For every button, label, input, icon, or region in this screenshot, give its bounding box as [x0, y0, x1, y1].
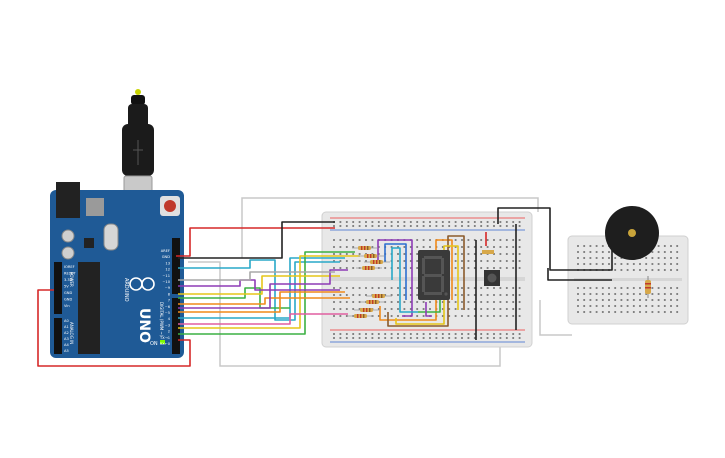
digital-label: DIGITAL (PWM ~) [159, 302, 164, 337]
pin-label: ~10 [162, 280, 170, 284]
pin-label: GND [64, 291, 72, 295]
wire-blue[interactable] [384, 243, 407, 300]
analog-label: ANALOG IN [69, 322, 74, 344]
pin-label: 2 [168, 330, 170, 334]
pin-label: A3 [64, 337, 69, 341]
pin-label: AREF [161, 249, 170, 253]
resistor[interactable] [645, 276, 651, 298]
wire-purple[interactable] [178, 269, 348, 309]
wire-red[interactable] [176, 227, 335, 257]
pin-label: A5 [64, 349, 69, 353]
wire-black[interactable] [497, 207, 613, 271]
piezo-buzzer[interactable] [605, 206, 659, 260]
wire-cyan[interactable] [391, 247, 418, 313]
power-jack [56, 182, 80, 218]
resistor[interactable] [366, 294, 392, 298]
pin-label: 8 [168, 292, 171, 296]
resistor[interactable] [358, 254, 384, 258]
pin-label: ~11 [162, 274, 170, 278]
small-breadboard[interactable] [567, 235, 689, 325]
resistor[interactable] [482, 250, 494, 254]
resistor[interactable] [352, 246, 378, 250]
reset-button[interactable] [160, 196, 180, 216]
pin-label: 13 [165, 261, 170, 265]
wire-red[interactable] [37, 289, 191, 367]
pin-label: RX←0 [160, 342, 171, 346]
pin-label: GND [64, 298, 72, 302]
analog-header[interactable] [54, 318, 62, 354]
pin-label: A2 [64, 331, 69, 335]
pin-label: 12 [165, 268, 170, 272]
pin-label: GND [162, 255, 170, 259]
arduino-model: UNO [136, 308, 152, 343]
push-button[interactable] [484, 270, 500, 286]
power-pin-labels: IOREF RESET 3.3V 5V GND GND Vin [64, 265, 76, 308]
pin-label: ~3 [165, 323, 170, 327]
on-led [160, 340, 165, 344]
wire-cyan[interactable] [178, 257, 345, 319]
capacitor [61, 246, 75, 260]
digital-header-high[interactable] [172, 238, 180, 294]
atmega-chip [78, 262, 100, 354]
wire-purple[interactable] [377, 239, 413, 317]
pin-label: A4 [64, 343, 69, 347]
pin-label: Vin [64, 304, 70, 308]
small-chip [84, 238, 94, 248]
digital-pin-labels: AREF GND 13 12 ~11 ~10 ~9 8 7 ~6 ~5 4 ~3 2TX→1RX←0 [159, 249, 171, 346]
pin-label: 5V [64, 285, 69, 289]
arduino-logo [129, 277, 155, 291]
wire-black[interactable] [547, 268, 612, 281]
pin-label: 7 [168, 299, 170, 303]
pin-label: IOREF [64, 265, 75, 269]
digital-header-low[interactable] [172, 298, 180, 354]
pin-label: 3.3V [64, 278, 73, 282]
wire-yellow[interactable] [178, 275, 340, 295]
resistor[interactable] [356, 266, 382, 270]
pin-label: ~5 [165, 311, 170, 315]
resistor[interactable] [348, 314, 374, 318]
pin-label: ~9 [165, 286, 171, 290]
arduino-brand: ARDUINO [123, 278, 129, 302]
power-header[interactable] [54, 262, 62, 314]
pin-label: TX→1 [159, 336, 170, 340]
pin-label: ~6 [165, 305, 171, 309]
pin-label: A0 [64, 319, 69, 323]
capacitor [61, 229, 75, 243]
resistor[interactable] [364, 260, 390, 264]
wire-black[interactable] [178, 221, 335, 259]
resistor[interactable] [360, 300, 386, 304]
on-label: ON [150, 341, 158, 347]
wire-purple[interactable] [425, 302, 432, 317]
power-label: POWER [69, 272, 74, 287]
wire-orange[interactable] [178, 291, 345, 313]
resistor[interactable] [354, 308, 380, 312]
wire-gray[interactable] [178, 271, 335, 281]
pin-label: 4 [168, 317, 171, 321]
pin-label: A1 [64, 325, 69, 329]
pin-label: RESET [64, 272, 76, 276]
seven-segment-display[interactable] [418, 250, 450, 300]
wire-green[interactable] [178, 251, 355, 335]
arduino-uno-board[interactable]: ARDUINO UNO ON ANALOG IN POWER DIGITAL (… [50, 182, 184, 358]
wire-orange[interactable] [178, 297, 350, 305]
crystal [103, 223, 119, 251]
wire-pink[interactable] [178, 313, 348, 325]
usb-port [86, 198, 104, 216]
